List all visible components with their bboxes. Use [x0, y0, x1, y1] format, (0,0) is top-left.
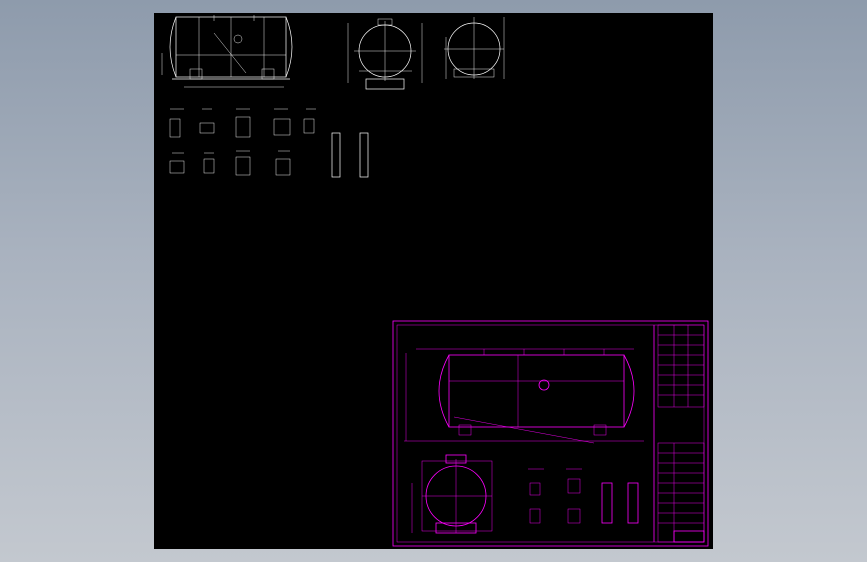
tank-end-view-right-preview [444, 17, 505, 79]
tank-side-elevation-preview [161, 15, 293, 88]
tank-section-view [411, 454, 493, 534]
cad-drawing-viewport[interactable] [154, 13, 713, 549]
detail-views-preview [169, 108, 369, 178]
drawing-sheet-border [392, 320, 709, 547]
cad-drawing-canvas [161, 15, 709, 547]
tank-end-view-left-preview [347, 18, 423, 90]
main-tank-elevation [404, 348, 644, 444]
nozzle-detail-views [528, 468, 639, 524]
title-block-tables [657, 324, 705, 543]
